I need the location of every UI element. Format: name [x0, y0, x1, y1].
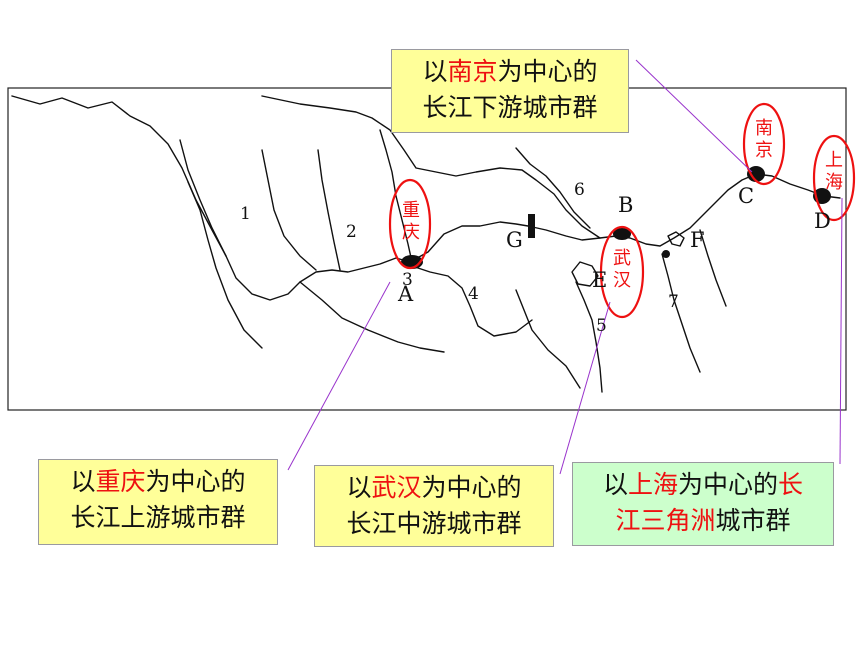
- river-4: [411, 265, 533, 337]
- callout-text: 以: [70, 467, 96, 496]
- callout-chongqing: 以重庆为中心的 长江上游城市群: [38, 459, 278, 545]
- dam-g-marker: [528, 214, 535, 238]
- callout-text: 以: [422, 57, 448, 86]
- leader-nanjing: [635, 59, 753, 173]
- point-label-e: E: [592, 268, 608, 292]
- callout-text: 为中心的: [145, 467, 246, 496]
- point-label-c: C: [738, 184, 755, 208]
- city-label-wuhan: 武 汉: [609, 248, 635, 292]
- city-label-chongqing: 重 庆: [398, 200, 424, 244]
- city-label-nanjing: 南 京: [751, 118, 777, 162]
- nanjing-dot: [747, 166, 765, 182]
- river-number-7: 7: [668, 292, 679, 312]
- leader-shanghai: [839, 197, 843, 465]
- point-label-g: G: [506, 228, 523, 252]
- highlight-text: 南京: [447, 57, 498, 86]
- river-1: [179, 139, 227, 257]
- leader-wuhan: [559, 301, 611, 475]
- southern-tributary-mid: [515, 289, 581, 389]
- river-number-1: 1: [240, 204, 251, 224]
- river-network: [11, 95, 841, 393]
- river-7: [661, 253, 701, 373]
- point-label-d: D: [814, 209, 831, 233]
- highlight-text: 江三角洲: [615, 506, 716, 535]
- highlight-text: 武汉: [371, 473, 422, 502]
- river-6: [515, 147, 591, 229]
- southern-tributary-west: [299, 281, 445, 353]
- highlight-text: 上海: [627, 470, 678, 499]
- river-number-6: 6: [574, 180, 585, 200]
- city-char: 汉: [613, 270, 631, 291]
- river-5: [575, 281, 603, 393]
- callout-line: 长江下游城市群: [392, 90, 628, 126]
- callout-line: 以南京为中心的: [392, 54, 628, 90]
- city-char: 武: [613, 248, 631, 269]
- yangtze-main: [11, 95, 841, 301]
- callout-shanghai: 以上海为中心的长 江三角洲城市群: [572, 462, 834, 546]
- callout-line: 江三角洲城市群: [573, 503, 833, 539]
- callout-line: 长江中游城市群: [315, 506, 553, 542]
- wuhan-dot: [613, 228, 631, 240]
- point-label-b: B: [618, 193, 634, 217]
- river-1-west: [187, 181, 263, 349]
- callout-line: 以武汉为中心的: [315, 470, 553, 506]
- callout-line: 以重庆为中心的: [39, 464, 277, 500]
- callout-text: 长江上游城市群: [70, 503, 246, 532]
- city-char: 庆: [402, 222, 420, 243]
- chongqing-arm: [379, 129, 413, 263]
- chongqing-ring: [388, 178, 432, 270]
- city-char: 重: [402, 200, 420, 221]
- callout-text: 为中心的: [497, 57, 598, 86]
- callout-text: 以: [346, 473, 372, 502]
- city-char: 京: [755, 140, 773, 161]
- river-east-feeder: [699, 229, 727, 307]
- river-number-3: 3: [402, 270, 413, 290]
- city-char: 上: [825, 150, 843, 171]
- callout-text: 为中心的: [678, 470, 779, 499]
- river-number-5: 5: [596, 316, 607, 336]
- callout-text: 长江中游城市群: [346, 509, 522, 538]
- city-char: 南: [755, 118, 773, 139]
- callout-line: 以上海为中心的长: [573, 467, 833, 503]
- city-char: 海: [825, 172, 843, 193]
- leader-chongqing: [287, 281, 391, 471]
- lake-e: [571, 261, 599, 287]
- callout-line: 长江上游城市群: [39, 500, 277, 536]
- callout-text: 为中心的: [421, 473, 522, 502]
- river-number-2: 2: [346, 222, 357, 242]
- shanghai-ring: [812, 134, 856, 222]
- city-label-shanghai: 上 海: [821, 150, 847, 194]
- f-dot: [662, 250, 670, 258]
- leader-lines: [287, 59, 843, 475]
- callout-nanjing: 以南京为中心的 长江下游城市群: [391, 49, 629, 133]
- callout-wuhan: 以武汉为中心的 长江中游城市群: [314, 465, 554, 547]
- river-2-east: [317, 149, 341, 271]
- lake-f: [667, 231, 685, 247]
- highlight-text: 长: [778, 470, 804, 499]
- northern-branch: [261, 95, 601, 239]
- callout-text: 长江下游城市群: [422, 93, 598, 122]
- nanjing-ring: [742, 102, 786, 186]
- point-label-a: A: [398, 282, 414, 306]
- point-label-f: F: [690, 228, 705, 252]
- callout-text: 以: [602, 470, 628, 499]
- highlight-text: 重庆: [95, 467, 146, 496]
- river-2: [261, 149, 317, 271]
- wuhan-ring: [599, 225, 645, 319]
- river-number-4: 4: [468, 284, 479, 304]
- callout-text: 城市群: [715, 506, 791, 535]
